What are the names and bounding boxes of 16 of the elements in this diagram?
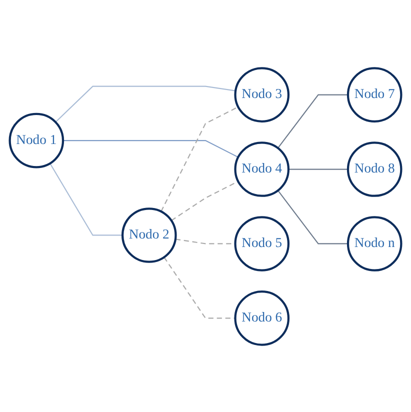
node-circle: Nodo 6 [234, 290, 290, 346]
connector [288, 168, 348, 170]
node-circle: Nodo 8 [346, 141, 402, 196]
node-circle: Nodo 4 [234, 141, 290, 196]
connector [63, 139, 238, 158]
connector [277, 190, 348, 244]
connector [277, 94, 348, 148]
connector [160, 106, 238, 212]
node-circle: Nodo 5 [234, 216, 290, 271]
node-circle: Nodo 1 [8, 112, 64, 168]
connector [55, 85, 236, 122]
node-circle: Nodo 7 [346, 66, 402, 122]
node-circle: Nodo 3 [234, 66, 290, 122]
node-circle: Nodo n [346, 216, 402, 271]
connector [50, 162, 123, 236]
node-circle: Nodo 2 [121, 207, 177, 262]
